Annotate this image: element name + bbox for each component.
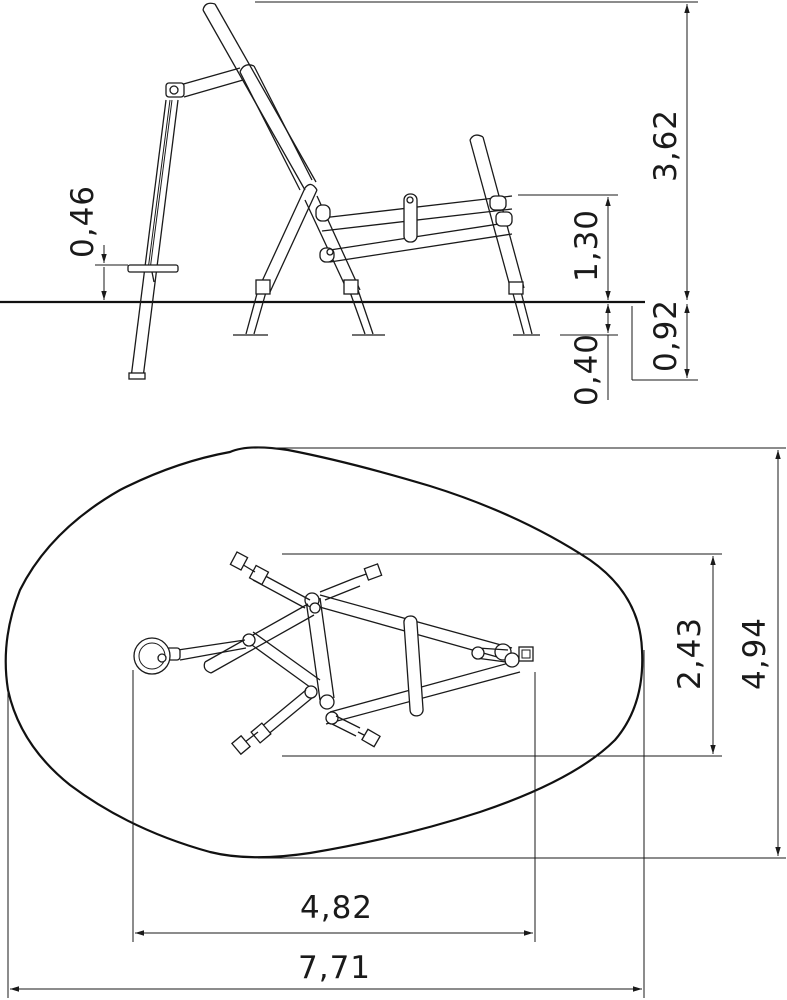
plan-legs xyxy=(229,551,383,756)
plan-mast xyxy=(133,603,321,699)
mast xyxy=(202,2,317,191)
dim-total-height: 3,62 xyxy=(648,109,684,182)
foot-step xyxy=(127,264,179,273)
plan-dimensions xyxy=(7,447,786,998)
safety-area-outline xyxy=(4,446,644,859)
dim-ground-depth: 0,92 xyxy=(648,299,684,372)
dim-step-height: 0,46 xyxy=(65,185,101,258)
dim-frame-length: 4,82 xyxy=(300,890,373,926)
handle-arm xyxy=(165,67,244,98)
plan-view: 4,94 2,43 4,82 7,71 xyxy=(4,446,786,998)
dim-overall-width: 4,94 xyxy=(737,617,773,690)
dim-footing-depth: 0,40 xyxy=(569,333,605,406)
dim-frame-width: 2,43 xyxy=(672,617,708,690)
dim-overall-length: 7,71 xyxy=(298,950,371,986)
plan-frame xyxy=(304,592,534,725)
handle-pole xyxy=(127,99,179,380)
side-dimensions xyxy=(95,1,698,400)
middle-post xyxy=(403,193,418,243)
side-view: 3,62 1,30 0,92 0,40 0,46 xyxy=(0,1,698,406)
dim-seat-height: 1,30 xyxy=(569,209,605,282)
front-legs xyxy=(233,183,385,336)
seat-frame xyxy=(315,134,540,336)
